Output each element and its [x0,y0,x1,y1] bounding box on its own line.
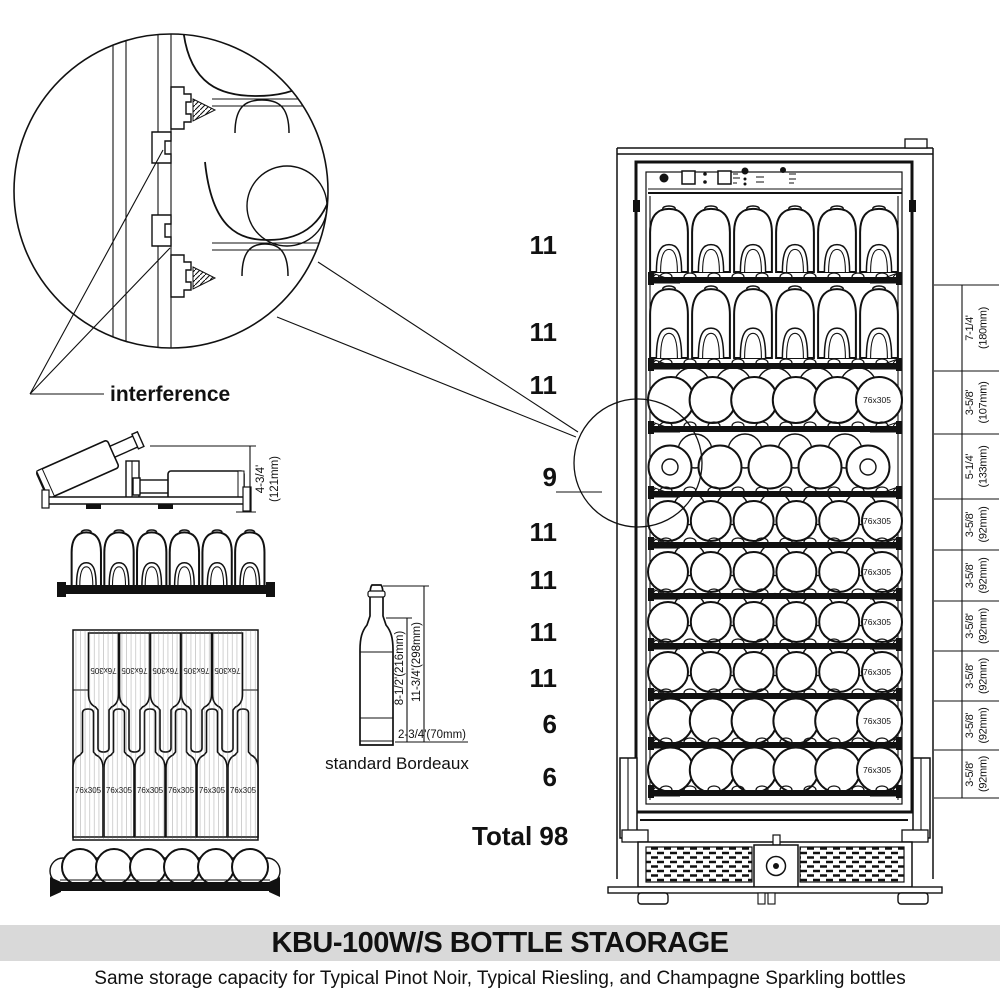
bordeaux-bottle [359,584,394,746]
shelf-dim-inches: 3-5/8' [964,390,976,416]
rack-bell-row [70,529,266,587]
panel-indicator [741,167,749,175]
bottle-size-label: 76x305 [863,716,891,726]
cabinet-circle-row-large: 76x305 [647,746,903,794]
right-foot [897,892,929,905]
panel-button-2[interactable] [717,170,732,185]
cabinet-circle-row: 76x305 [647,592,903,643]
shelf-dim-mm: (133mm) [978,446,990,488]
bordeaux-dim-lines [383,585,468,743]
shelf-dim-inches: 3-5/8' [964,663,976,689]
row-count: 11 [530,230,558,260]
tilted-bottle-shelf: 4-3/4' (121mm) [35,430,281,513]
row-count: 11 [530,517,558,547]
front-view-circle-row [49,848,281,886]
grid-stripe-overlay [73,630,258,840]
shelf-dim-mm: (92mm) [978,608,990,644]
shelf-dim-inches: 3-5/8' [964,512,976,538]
shelf-dim-inches: 7-1/4' [964,315,976,341]
cabinet-outline [616,147,934,879]
footer-title-bar: KBU-100W/S BOTTLE STAORAGE [0,925,1000,961]
height-dim-lines [150,445,256,513]
bottle-size-label: 76x305 [863,516,891,526]
row-count: 9 [543,462,557,492]
detail-view-circle [13,33,329,349]
shelf-dim-inches: 3-5/8' [964,563,976,589]
overlays [50,398,703,897]
cabinet-circle-row: 76x305 [647,542,903,593]
row-count: 11 [530,317,558,347]
bordeaux-diagram: 8-1/2'(216mm) 11-3/4'(298mm) 2-3/4'(70mm… [325,584,469,773]
bottle-size-label: 76x305 [863,395,891,405]
rack-bar [64,585,268,594]
dimension-brackets: 7-1/4'(180mm)3-5/8'(107mm)5-1/4'(133mm)3… [934,284,999,799]
vent-grille-left [645,846,753,883]
shelf-side-profile [45,496,249,505]
bottom-row-bar [60,882,270,891]
row-count: 11 [530,617,558,647]
shelf-dim-inches: 3-5/8' [964,761,976,787]
vent-grille-right [799,846,905,883]
bordeaux-caption: standard Bordeaux [325,754,469,773]
cabinet-circle-row: 76x305 [647,642,903,693]
row-count: 6 [543,709,557,739]
shelf-dim-inches: 3-5/8' [964,713,976,739]
detail-circle-outline [13,33,329,349]
bottle-size-label: 76x305 [863,567,891,577]
footer-title: KBU-100W/S BOTTLE STAORAGE [271,926,729,959]
shelf-dim-mm: (107mm) [978,382,990,424]
display-segments [756,171,764,183]
control-panel[interactable] [648,167,902,194]
top-hinge-tab [904,138,928,149]
bottle-size-label: 76x305 [863,765,891,775]
shelf-dim-mm: (92mm) [978,658,990,694]
cabinet-circle-row: 76x305 [647,491,903,542]
interference-label: interference [110,383,230,406]
zoom-region-circle [573,398,703,528]
power-button[interactable] [659,173,669,183]
flat-bottle [132,470,245,501]
bordeaux-diameter: 2-3/4'(70mm) [398,729,466,741]
shelf-dim-mm: (180mm) [978,307,990,349]
tilted-bottle [35,430,145,500]
shelf-dim-inches: 5-1/4' [964,454,976,480]
row-count: 11 [530,565,558,595]
technical-drawing: interference 4-3/4' (121mm) [13,33,999,905]
panel-button-1[interactable] [681,170,696,185]
bottle-size-label: 76x305 [863,617,891,627]
tilt-height-mm: (121mm) [269,456,281,502]
shelf-dim-mm: (92mm) [978,707,990,743]
tilt-height-inches: 4-3/4' [255,465,267,493]
cabinet-circle-row-loose [647,433,891,490]
bottle-size-label: 76x305 [863,667,891,677]
left-foot [637,892,669,905]
shelf-dim-mm: (92mm) [978,506,990,542]
footer-subtitle: Same storage capacity for Typical Pinot … [94,968,906,989]
detail-link-lines [276,261,579,438]
bordeaux-total-height: 11-3/4'(298mm) [411,622,423,702]
row-count: 6 [543,762,557,792]
plinth [607,886,943,894]
cabinet-circle-row-large: 76x305 [647,697,903,745]
row-count: 11 [530,370,558,400]
shelf-dim-inches: 3-5/8' [964,613,976,639]
interference-leader-lines [29,149,171,395]
row-count: 11 [530,663,558,693]
bordeaux-body-height: 8-1/2'(216mm) [394,631,406,706]
shelf-dim-mm: (92mm) [978,557,990,593]
shelf-dim-mm: (92mm) [978,756,990,792]
total-label: Total 98 [472,821,568,851]
